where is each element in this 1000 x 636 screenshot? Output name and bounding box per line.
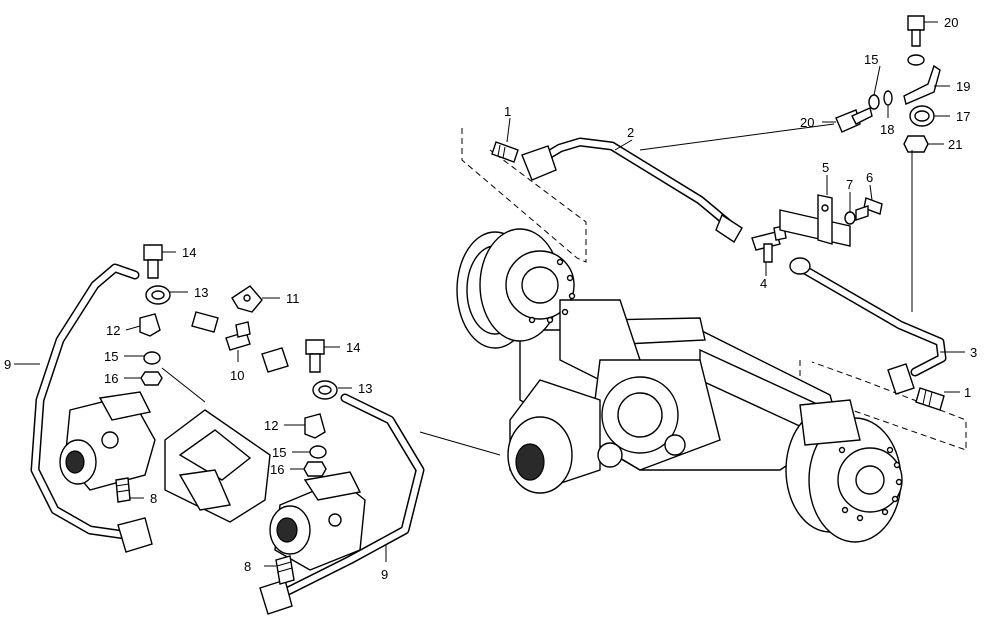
callout-2: 2 (627, 125, 634, 140)
callout-1-upper: 1 (504, 104, 511, 119)
mounting-bracket (164, 409, 271, 523)
callout-9-left: 9 (4, 357, 11, 372)
callout-15-top: 15 (864, 52, 878, 67)
callout-20-mid: 20 (800, 115, 814, 130)
callout-9-right: 9 (381, 567, 388, 582)
callout-12-left: 12 (106, 323, 120, 338)
fitting-1-lower (915, 387, 945, 411)
washer-7 (844, 211, 856, 225)
callout-14-left: 14 (182, 245, 196, 260)
fitting-10 (191, 311, 289, 373)
washer-15-center (309, 445, 327, 459)
callout-17: 17 (956, 109, 970, 124)
bolt-14-mid (305, 339, 325, 373)
tee-fitting-4 (751, 225, 787, 263)
screw-6 (855, 197, 883, 221)
washer-15-top (907, 54, 925, 66)
clamp-13-mid (312, 380, 338, 400)
callout-6: 6 (866, 170, 873, 185)
bracket-12-mid (304, 413, 326, 439)
group-box-upper (461, 128, 587, 263)
lock-washer-18 (883, 90, 893, 106)
callout-19: 19 (956, 79, 970, 94)
nut-16-mid (303, 461, 327, 477)
brake-pipe-3 (789, 257, 947, 395)
group-box-lower (799, 360, 967, 451)
washer-15-mid (868, 94, 880, 110)
fitting-1-upper (491, 141, 519, 163)
callout-5: 5 (822, 160, 829, 175)
callout-labels: 1 1 2 3 4 5 6 7 8 8 9 9 10 11 12 12 13 1… (4, 15, 977, 582)
leader-lines (14, 21, 965, 567)
clamp-17 (909, 105, 935, 127)
callout-8-right: 8 (244, 559, 251, 574)
callout-18: 18 (880, 122, 894, 137)
callout-15-left: 15 (104, 349, 118, 364)
hose-9-left (30, 263, 153, 553)
nut-16-left (140, 371, 163, 386)
callout-15-mid: 15 (272, 445, 286, 460)
bracket-5 (779, 194, 851, 247)
callout-13-left: 13 (194, 285, 208, 300)
bolt-20-mid (835, 107, 873, 133)
bracket-leader (161, 367, 206, 403)
callout-11: 11 (286, 291, 300, 306)
brake-pipe-2 (521, 137, 743, 243)
bolt-20-top (907, 15, 925, 47)
bracket-19 (903, 64, 941, 105)
callout-21: 21 (948, 137, 962, 152)
brake-caliper-right (269, 471, 366, 571)
callout-8-left: 8 (150, 491, 157, 506)
fitting-8-right (275, 555, 295, 585)
bracket-11 (231, 285, 263, 313)
callout-16-left: 16 (104, 371, 118, 386)
callout-14-mid: 14 (346, 340, 360, 355)
bolt-14-left (143, 244, 163, 279)
hub-bolt-dots (528, 258, 903, 522)
callout-7: 7 (846, 177, 853, 192)
hose-9-right (259, 393, 425, 615)
callout-4: 4 (760, 276, 767, 291)
washer-15-left (143, 351, 161, 365)
fitting-8-left (115, 477, 131, 503)
clamp-13-left (145, 285, 171, 305)
callout-1-lower: 1 (964, 385, 971, 400)
callout-10: 10 (230, 368, 244, 383)
nut-21 (903, 135, 929, 153)
callout-16-mid: 16 (270, 462, 284, 477)
axle-assembly (456, 228, 903, 543)
callout-3: 3 (970, 345, 977, 360)
callout-13-mid: 13 (358, 381, 372, 396)
brake-caliper-left (59, 391, 156, 491)
connection-line (419, 431, 501, 456)
callout-20-top: 20 (944, 15, 958, 30)
bracket-12-left (139, 313, 161, 337)
callout-12-mid: 12 (264, 418, 278, 433)
